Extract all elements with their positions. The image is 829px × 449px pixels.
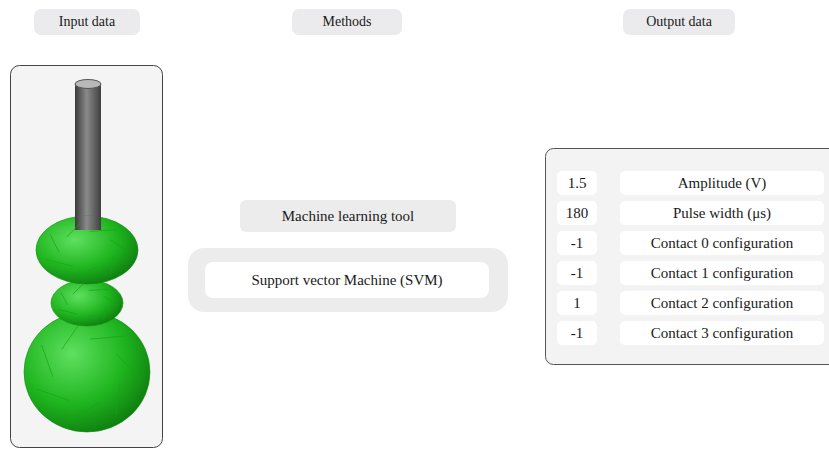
rod-top <box>75 80 101 89</box>
node-text: -1 <box>571 265 584 282</box>
method-pill: Support vector Machine (SVM) <box>205 262 489 298</box>
value-cell: -1 <box>557 261 597 285</box>
methods-band <box>188 248 508 312</box>
parameter-label: Contact 2 configuration <box>620 291 824 315</box>
header-pill: Methods <box>292 9 402 35</box>
node-text: Machine learning tool <box>282 208 414 225</box>
node-text: Contact 1 configuration <box>651 265 793 282</box>
value-cell: -1 <box>557 231 597 255</box>
node-text: Contact 3 configuration <box>651 325 793 342</box>
node-text: Pulse width (μs) <box>673 205 771 222</box>
output-panel <box>546 149 829 365</box>
mesh-facets <box>37 221 141 420</box>
node-text: Amplitude (V) <box>678 175 767 192</box>
value-cell: 180 <box>557 201 597 225</box>
parameter-label: Contact 1 configuration <box>620 261 824 285</box>
node-text: -1 <box>571 235 584 252</box>
value-cell: 1.5 <box>557 171 597 195</box>
node-text: Methods <box>323 14 372 30</box>
activation-volume <box>24 216 150 432</box>
node-text: 1 <box>573 295 581 312</box>
parameter-label: Pulse width (μs) <box>620 201 824 225</box>
node-text: Output data <box>646 14 712 30</box>
electrode-rod <box>75 84 101 234</box>
parameter-label: Amplitude (V) <box>620 171 824 195</box>
header-pill: Output data <box>623 9 735 35</box>
node-text: Contact 2 configuration <box>651 295 793 312</box>
node-text: 180 <box>566 205 589 222</box>
value-cell: 1 <box>557 291 597 315</box>
node-text: Contact 0 configuration <box>651 235 793 252</box>
parameter-label: Contact 3 configuration <box>620 321 824 345</box>
node-text: 1.5 <box>568 175 587 192</box>
parameter-label: Contact 0 configuration <box>620 231 824 255</box>
header-pill: Input data <box>34 9 140 35</box>
node-text: Support vector Machine (SVM) <box>251 272 442 289</box>
node-text: Input data <box>59 14 115 30</box>
method-pill: Machine learning tool <box>240 200 456 232</box>
input-panel <box>11 66 163 448</box>
value-cell: -1 <box>557 321 597 345</box>
node-text: -1 <box>571 325 584 342</box>
